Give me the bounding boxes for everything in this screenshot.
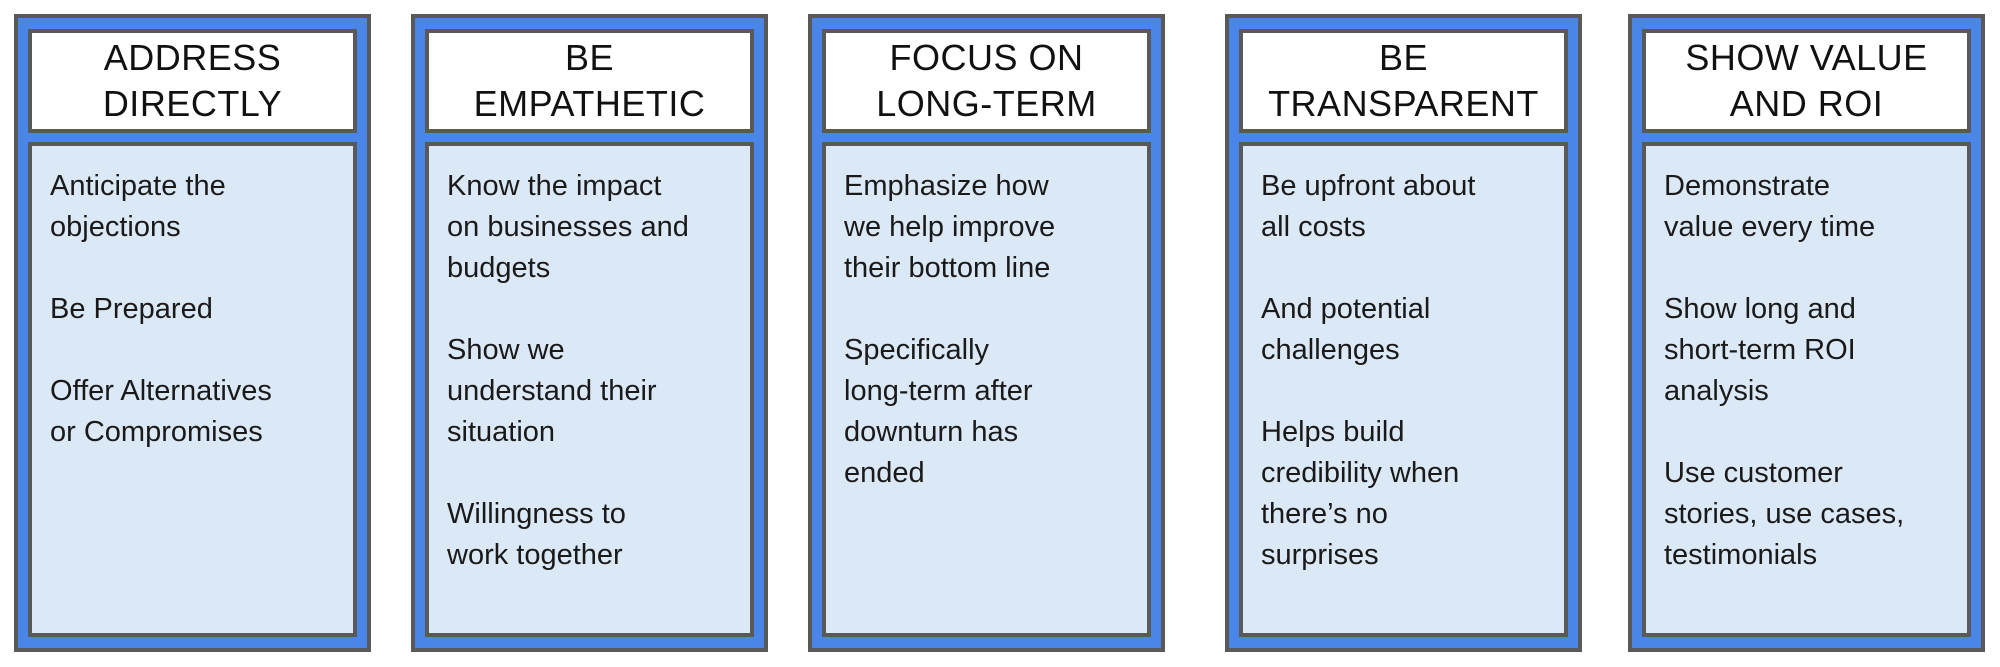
text-line: Show we bbox=[447, 334, 565, 366]
text-line: objections bbox=[50, 211, 181, 243]
column-title-line: DIRECTLY bbox=[102, 83, 283, 124]
text-line: Show long and bbox=[1664, 293, 1856, 325]
paragraph: Helps build credibility when there’s no … bbox=[1261, 412, 1550, 576]
text-line: Demonstrate bbox=[1664, 170, 1831, 202]
column-title-line: LONG-TERM bbox=[876, 83, 1097, 124]
text-line: Offer Alternatives bbox=[50, 375, 272, 407]
column-body: Anticipate the objections Be Prepared Of… bbox=[28, 142, 357, 637]
column-address-directly: ADDRESS DIRECTLY Anticipate the objectio… bbox=[14, 14, 371, 652]
column-title: FOCUS ON LONG-TERM bbox=[822, 29, 1151, 133]
text-line: stories, use cases, bbox=[1664, 498, 1905, 530]
column-body: Know the impact on businesses and budget… bbox=[425, 142, 754, 637]
paragraph: Be upfront about all costs bbox=[1261, 166, 1550, 248]
column-title-line: AND ROI bbox=[1729, 83, 1884, 124]
text-line: on businesses and bbox=[447, 211, 689, 243]
paragraph: Willingness to work together bbox=[447, 494, 736, 576]
column-title-line: SHOW VALUE bbox=[1685, 37, 1928, 78]
paragraph: And potential challenges bbox=[1261, 289, 1550, 371]
text-line: Use customer bbox=[1664, 457, 1843, 489]
text-line: analysis bbox=[1664, 375, 1769, 407]
paragraph: Specifically long-term after downturn ha… bbox=[844, 330, 1133, 494]
text-line: all costs bbox=[1261, 211, 1366, 243]
column-title: SHOW VALUE AND ROI bbox=[1642, 29, 1971, 133]
text-line: Know the impact bbox=[447, 170, 662, 202]
text-line: Emphasize how bbox=[844, 170, 1049, 202]
paragraph: Demonstrate value every time bbox=[1664, 166, 1953, 248]
paragraph: Show we understand their situation bbox=[447, 330, 736, 453]
column-title-line: BE bbox=[564, 37, 615, 78]
paragraph: Be Prepared bbox=[50, 289, 339, 330]
text-line: value every time bbox=[1664, 211, 1876, 243]
text-line: long-term after bbox=[844, 375, 1033, 407]
paragraph: Offer Alternatives or Compromises bbox=[50, 371, 339, 453]
text-line: credibility when bbox=[1261, 457, 1460, 489]
text-line: work together bbox=[447, 539, 623, 571]
paragraph: Use customer stories, use cases, testimo… bbox=[1664, 453, 1953, 576]
column-body: Be upfront about all costs And potential… bbox=[1239, 142, 1568, 637]
text-line: Willingness to bbox=[447, 498, 626, 530]
column-title-line: TRANSPARENT bbox=[1268, 83, 1539, 124]
text-line: challenges bbox=[1261, 334, 1400, 366]
text-line: Be upfront about bbox=[1261, 170, 1476, 202]
column-body: Demonstrate value every time Show long a… bbox=[1642, 142, 1971, 637]
text-line: situation bbox=[447, 416, 556, 448]
text-line: or Compromises bbox=[50, 416, 263, 448]
column-title: ADDRESS DIRECTLY bbox=[28, 29, 357, 133]
text-line: Specifically bbox=[844, 334, 990, 366]
paragraph: Emphasize how we help improve their bott… bbox=[844, 166, 1133, 289]
text-line: we help improve bbox=[844, 211, 1056, 243]
text-line: understand their bbox=[447, 375, 657, 407]
text-line: And potential bbox=[1261, 293, 1431, 325]
paragraph: Anticipate the objections bbox=[50, 166, 339, 248]
column-be-empathetic: BE EMPATHETIC Know the impact on busines… bbox=[411, 14, 768, 652]
text-line: testimonials bbox=[1664, 539, 1818, 571]
column-focus-on-long-term: FOCUS ON LONG-TERM Emphasize how we help… bbox=[808, 14, 1165, 652]
column-body: Emphasize how we help improve their bott… bbox=[822, 142, 1151, 637]
text-line: ended bbox=[844, 457, 925, 489]
column-be-transparent: BE TRANSPARENT Be upfront about all cost… bbox=[1225, 14, 1582, 652]
text-line: there’s no bbox=[1261, 498, 1388, 530]
paragraph: Know the impact on businesses and budget… bbox=[447, 166, 736, 289]
column-show-value-and-roi: SHOW VALUE AND ROI Demonstrate value eve… bbox=[1628, 14, 1985, 652]
text-line: surprises bbox=[1261, 539, 1379, 571]
text-line: Be Prepared bbox=[50, 293, 213, 325]
text-line: Helps build bbox=[1261, 416, 1405, 448]
column-title: BE EMPATHETIC bbox=[425, 29, 754, 133]
text-line: short-term ROI bbox=[1664, 334, 1856, 366]
column-title: BE TRANSPARENT bbox=[1239, 29, 1568, 133]
text-line: downturn has bbox=[844, 416, 1019, 448]
text-line: their bottom line bbox=[844, 252, 1051, 284]
column-title-line: ADDRESS bbox=[103, 37, 282, 78]
column-title-line: EMPATHETIC bbox=[473, 83, 706, 124]
text-line: budgets bbox=[447, 252, 551, 284]
column-title-line: BE bbox=[1378, 37, 1429, 78]
column-title-line: FOCUS ON bbox=[889, 37, 1084, 78]
paragraph: Show long and short-term ROI analysis bbox=[1664, 289, 1953, 412]
text-line: Anticipate the bbox=[50, 170, 226, 202]
